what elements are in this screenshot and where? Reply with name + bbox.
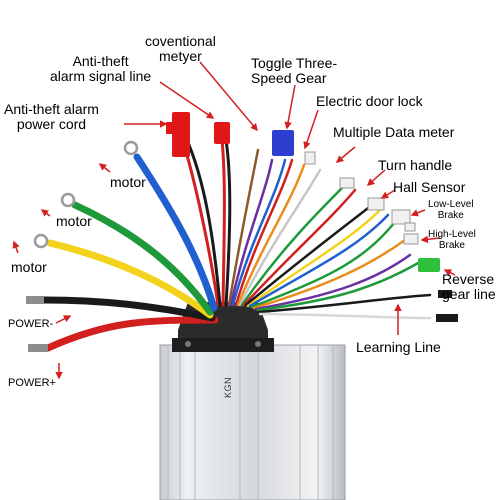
label-power-minus: POWER- (8, 318, 54, 330)
label-high-brake: High-Level Brake (428, 229, 476, 251)
data-meter-connector (339, 177, 355, 189)
label-hall-sensor: Hall Sensor (393, 179, 466, 195)
motor-wire-green (71, 201, 214, 316)
motor-wire-yellow (46, 239, 214, 319)
hall-sensor-connector (391, 209, 411, 225)
label-power-plus: POWER+ (8, 377, 56, 389)
power-plus-wire (44, 316, 219, 352)
label-learning-line: Learning Line (356, 339, 441, 355)
door-lock-connector (304, 151, 316, 165)
label-motor-1: motor (110, 174, 146, 190)
label-conventional-meter: coventional metyer (145, 33, 216, 64)
high-brake-connector (403, 233, 419, 245)
controller-housing (159, 344, 346, 500)
anti-theft-power-connector (172, 112, 190, 157)
label-reverse-gear: Reverse gear line (442, 271, 496, 302)
reverse-connector (418, 258, 440, 272)
label-motor-3: motor (11, 259, 47, 275)
label-low-brake: Low-Level Brake (428, 199, 474, 221)
toggle-gear-connector (272, 130, 294, 156)
motor-wire-blue (133, 153, 218, 312)
power-minus-wire (40, 296, 216, 322)
label-motor-2: motor (56, 213, 92, 229)
label-anti-theft-power: Anti-theft alarm power cord (4, 101, 99, 132)
connector-plugs (166, 112, 458, 322)
label-anti-theft-signal: Anti-theft alarm signal line (50, 53, 152, 84)
label-turn-handle: Turn handle (378, 157, 453, 173)
label-data-meter: Multiple Data meter (333, 124, 455, 140)
label-door-lock: Electric door lock (316, 93, 423, 109)
label-toggle-gear: Toggle Three- Speed Gear (251, 55, 338, 86)
controller-brand: KGN (223, 376, 233, 398)
ring-terminals (26, 140, 139, 352)
turn-handle-connector (367, 197, 385, 211)
anti-theft-signal-connector (214, 122, 230, 144)
pointer-arrows (12, 61, 456, 380)
